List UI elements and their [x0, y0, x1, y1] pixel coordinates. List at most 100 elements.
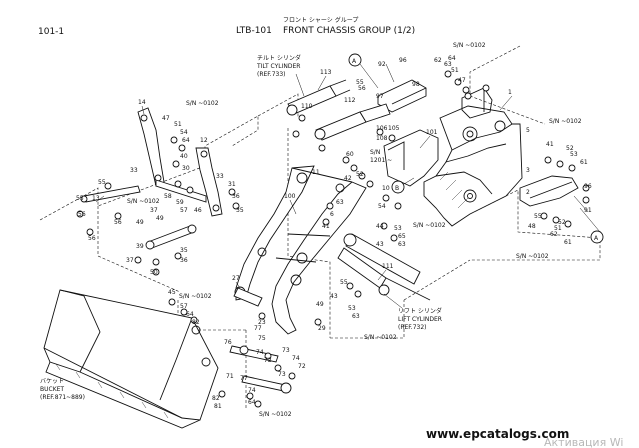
part-40: 40 [180, 153, 188, 160]
part-62: 62 [434, 57, 442, 64]
part-74: 74 [256, 349, 264, 356]
part-5: 5 [526, 127, 530, 134]
bracket-92-edge [391, 87, 427, 105]
part-53: 53 [570, 151, 578, 158]
lift-cylinder-jp: リフト シリンダ [398, 307, 442, 315]
part-55b: 55 [534, 213, 542, 220]
group-frame-right [469, 189, 601, 261]
part-54b: 54 [378, 203, 386, 210]
bracket-92 [377, 79, 427, 113]
marker-a-top: A [348, 53, 362, 67]
part-47b: 47 [162, 115, 170, 122]
page-code: 101-1 [38, 27, 64, 37]
sn-note-right: S/N ~0102 [549, 118, 582, 125]
part-43b: 43 [330, 293, 338, 300]
part-71: 71 [226, 373, 234, 380]
part-12: 12 [200, 137, 208, 144]
part-53b: 53 [394, 225, 402, 232]
part-96: 96 [399, 57, 407, 64]
plate-101 [383, 129, 439, 187]
part-45: 45 [168, 289, 176, 296]
marker-a-right: A [590, 230, 604, 244]
link-bar [147, 225, 195, 249]
part-31: 31 [228, 181, 236, 188]
part-51b: 51 [554, 225, 562, 232]
part-49c: 49 [316, 301, 324, 308]
tilt-cylinder-label: TILT CYLINDER [256, 63, 300, 70]
part-36b: 36 [180, 257, 188, 264]
part-52c: 52 [356, 171, 364, 178]
leader-lines [95, 63, 601, 289]
part-108: 108 [376, 135, 388, 142]
part-36: 36 [232, 193, 240, 200]
part-37b: 37 [126, 257, 134, 264]
part-72b: 72 [298, 363, 306, 370]
part-46: 46 [194, 207, 202, 214]
part-27: 27 [232, 275, 240, 282]
part-58: 58 [164, 193, 172, 200]
part-64c: 64 [186, 311, 194, 318]
part-52: 52 [566, 145, 574, 152]
sn-note-1201-a: S/N [370, 149, 380, 156]
part-56b: 56 [114, 219, 122, 226]
title-en: FRONT CHASSIS GROUP (1/2) [283, 26, 415, 36]
part-35b: 35 [180, 247, 188, 254]
part-63c: 63 [398, 241, 406, 248]
sn-note-mid-left: S/N ~0102 [127, 198, 160, 205]
part-81: 81 [214, 403, 222, 410]
lift-cylinder [337, 233, 431, 301]
part-13: 13 [92, 195, 100, 202]
part-100: 100 [284, 193, 296, 200]
sn-note-bottom-left: S/N ~0102 [179, 293, 212, 300]
part-64b: 64 [182, 137, 190, 144]
part-56: 56 [78, 211, 86, 218]
lift-arm [235, 165, 367, 335]
part-41: 41 [546, 141, 554, 148]
part-91: 91 [584, 207, 592, 214]
part-52b: 52 [558, 219, 566, 226]
plate-101-rib [387, 141, 405, 170]
part-112: 112 [344, 97, 356, 104]
sn-note-center-right: S/N ~0102 [413, 222, 446, 229]
part-64d: 64 [248, 399, 256, 406]
part-62b: 62 [550, 231, 558, 238]
part-63d: 63 [352, 313, 360, 320]
group-frame-left-low [97, 206, 181, 293]
tilt-cylinder-jp: チルト シリンダ [257, 54, 301, 62]
part-3: 3 [526, 167, 530, 174]
part-105: 105 [388, 125, 400, 132]
sn-note-top-right: S/N ~0102 [453, 42, 486, 49]
part-97: 97 [376, 93, 384, 100]
part-60: 60 [346, 151, 354, 158]
front-chassis-frame [423, 84, 523, 227]
hardware-right [444, 70, 590, 228]
sn-note-center-low: S/N ~0102 [364, 334, 397, 341]
marker-b-label: B [395, 185, 399, 192]
group-frame-left [39, 115, 259, 221]
part-56: 56 [358, 85, 366, 92]
bucket-ref: (REF.871~889) [40, 394, 85, 401]
part-113: 113 [320, 69, 332, 76]
part-55d: 55 [76, 195, 84, 202]
part-55c: 55 [98, 179, 106, 186]
part-72: 72 [264, 357, 272, 364]
part-92: 92 [378, 61, 386, 68]
part-53c: 53 [348, 305, 356, 312]
part-82: 82 [192, 319, 200, 326]
link-bar-pin-b [187, 224, 197, 234]
part-51: 51 [451, 67, 459, 74]
part-98: 98 [412, 81, 420, 88]
part-61: 61 [580, 159, 588, 166]
part-42: 42 [344, 175, 352, 182]
part-57b: 57 [180, 303, 188, 310]
part-14: 14 [138, 99, 146, 106]
part-56c: 56 [88, 235, 96, 242]
part-54: 54 [180, 129, 188, 136]
lift-cylinder-ref: (REF.732) [398, 324, 427, 331]
part-96b: 96 [584, 183, 592, 190]
part-30: 30 [182, 165, 190, 172]
part-65: 65 [398, 233, 406, 240]
sn-note-bottom: S/N ~0102 [259, 411, 292, 418]
group-frame-upper-right [469, 45, 546, 125]
